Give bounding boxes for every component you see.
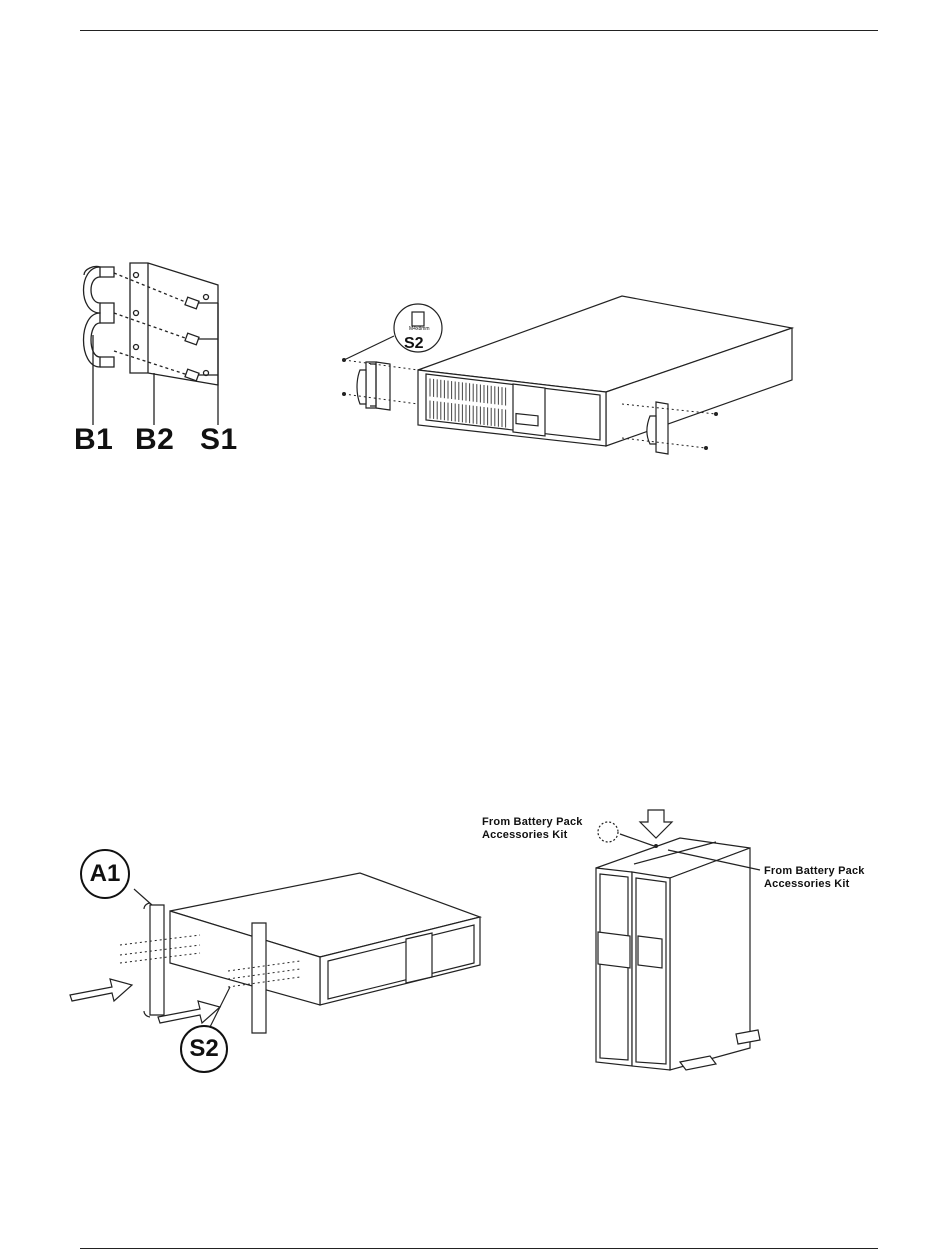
screw-spec-label: M4x8mm [409, 327, 430, 332]
tower-ups-drawing [590, 808, 790, 1078]
s2-callout-label: S2 [404, 336, 424, 352]
top-rule [80, 30, 878, 31]
feet-mount-figure: A1 S2 [60, 845, 490, 1075]
rack-ups-figure: S2 M4x8mm [330, 290, 800, 465]
s2-callout-label: S2 [189, 1035, 218, 1063]
s2-callout: S2 [180, 1025, 228, 1073]
rack-ups-drawing [330, 290, 800, 465]
label-s1: S1 [200, 425, 238, 455]
a1-callout-label: A1 [90, 860, 121, 888]
label-b1: B1 [74, 425, 113, 455]
a1-callout: A1 [80, 849, 130, 899]
note-battery-kit-top: From Battery Pack Accessories Kit [482, 816, 583, 842]
bottom-rule [80, 1248, 878, 1249]
tower-ups-figure [590, 808, 790, 1078]
note-battery-kit-right: From Battery Pack Accessories Kit [764, 865, 865, 891]
label-b2: B2 [135, 425, 174, 455]
